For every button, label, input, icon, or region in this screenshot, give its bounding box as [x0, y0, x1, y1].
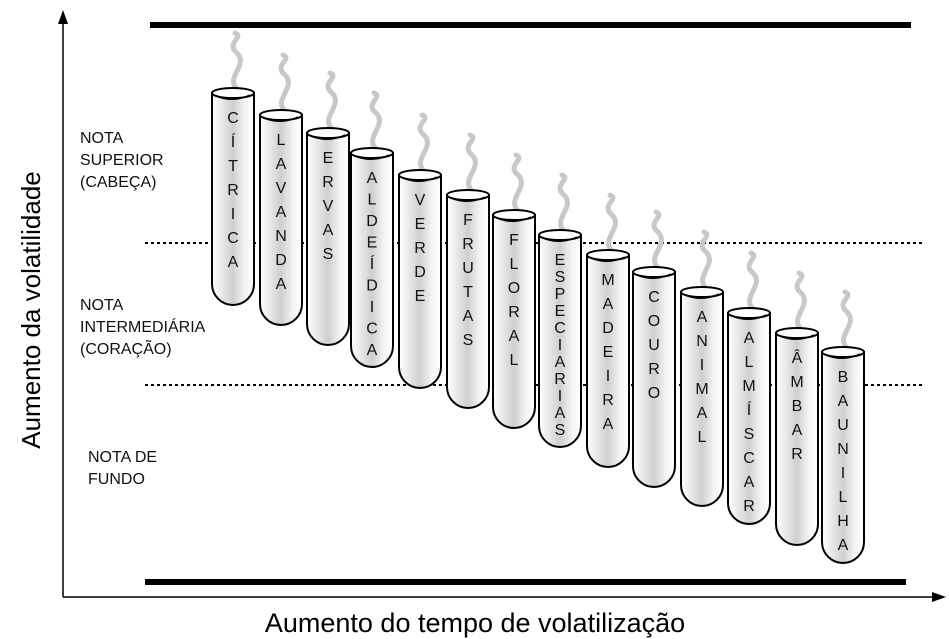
y-axis-arrow-icon	[58, 10, 68, 24]
vapor-wisp-icon	[557, 172, 570, 234]
tube-rim	[350, 147, 394, 159]
vapor-wisp-icon	[369, 90, 382, 152]
vapor-wisp-icon	[605, 192, 618, 254]
vapor-wisp-icon	[511, 152, 524, 214]
tube-body	[350, 152, 394, 368]
tube-lip	[215, 94, 251, 100]
tube-body	[632, 271, 676, 488]
vapor-wisp-icon	[699, 229, 712, 291]
vapor-wisp-icon	[417, 112, 430, 174]
x-axis-title: Aumento do tempo de volatilização	[265, 608, 685, 638]
tube-rim	[775, 327, 819, 339]
tube-lip	[542, 236, 578, 242]
vapor-wisp-icon	[840, 289, 853, 351]
zone-label-base: NOTA DE FUNDO	[88, 449, 162, 488]
tube-body	[586, 254, 630, 468]
vapor-wisp-icon	[746, 250, 759, 312]
x-axis	[63, 592, 946, 602]
tube-rim	[586, 249, 630, 261]
vapor-wisp-icon	[230, 30, 243, 92]
tube-rim	[306, 127, 350, 139]
tube-body	[211, 92, 255, 306]
tube-lip	[636, 273, 672, 279]
tube-lip	[354, 154, 390, 160]
vapor-wisp-icon	[794, 270, 807, 332]
tube-rim	[492, 209, 536, 221]
tube-body	[821, 351, 865, 564]
tube-lip	[684, 293, 720, 299]
y-axis	[58, 10, 68, 597]
tube-body	[259, 114, 303, 326]
tube-body	[680, 291, 724, 507]
tube-rim	[538, 229, 582, 241]
zone-label-top: NOTA SUPERIOR (CABEÇA)	[80, 130, 168, 191]
tube-rim	[632, 266, 676, 278]
vapor-wisp-icon	[278, 52, 291, 114]
tube-lip	[263, 116, 299, 122]
tube-body	[398, 174, 442, 389]
tube-lip	[310, 134, 346, 140]
tube-rim	[259, 109, 303, 121]
tube-body	[727, 312, 771, 525]
tube-body	[775, 332, 819, 546]
zone-label-middle: NOTA INTERMEDIÁRIA (CORAÇÃO)	[80, 297, 209, 358]
tube-body	[446, 194, 490, 409]
x-axis-arrow-icon	[932, 592, 946, 602]
tube-rim	[821, 346, 865, 358]
vapor-wisp-icon	[325, 70, 338, 132]
tube-rim	[727, 307, 771, 319]
tube-rim	[211, 87, 255, 99]
tube-rim	[680, 286, 724, 298]
vapor-wisp-icon	[465, 132, 478, 194]
tube-lip	[496, 216, 532, 222]
tube-lip	[450, 196, 486, 202]
tube-rim	[398, 169, 442, 181]
y-axis-title: Aumento da volatilidade	[16, 171, 46, 449]
tube-body	[538, 234, 582, 448]
tube-rim	[446, 189, 490, 201]
tube-lip	[779, 334, 815, 340]
tube-lip	[825, 353, 861, 359]
vapor-wisp-icon	[651, 209, 664, 271]
tube-body	[492, 214, 536, 429]
tube-lip	[402, 176, 438, 182]
tube-lip	[731, 314, 767, 320]
tube-lip	[590, 256, 626, 262]
tube-body	[306, 132, 350, 346]
